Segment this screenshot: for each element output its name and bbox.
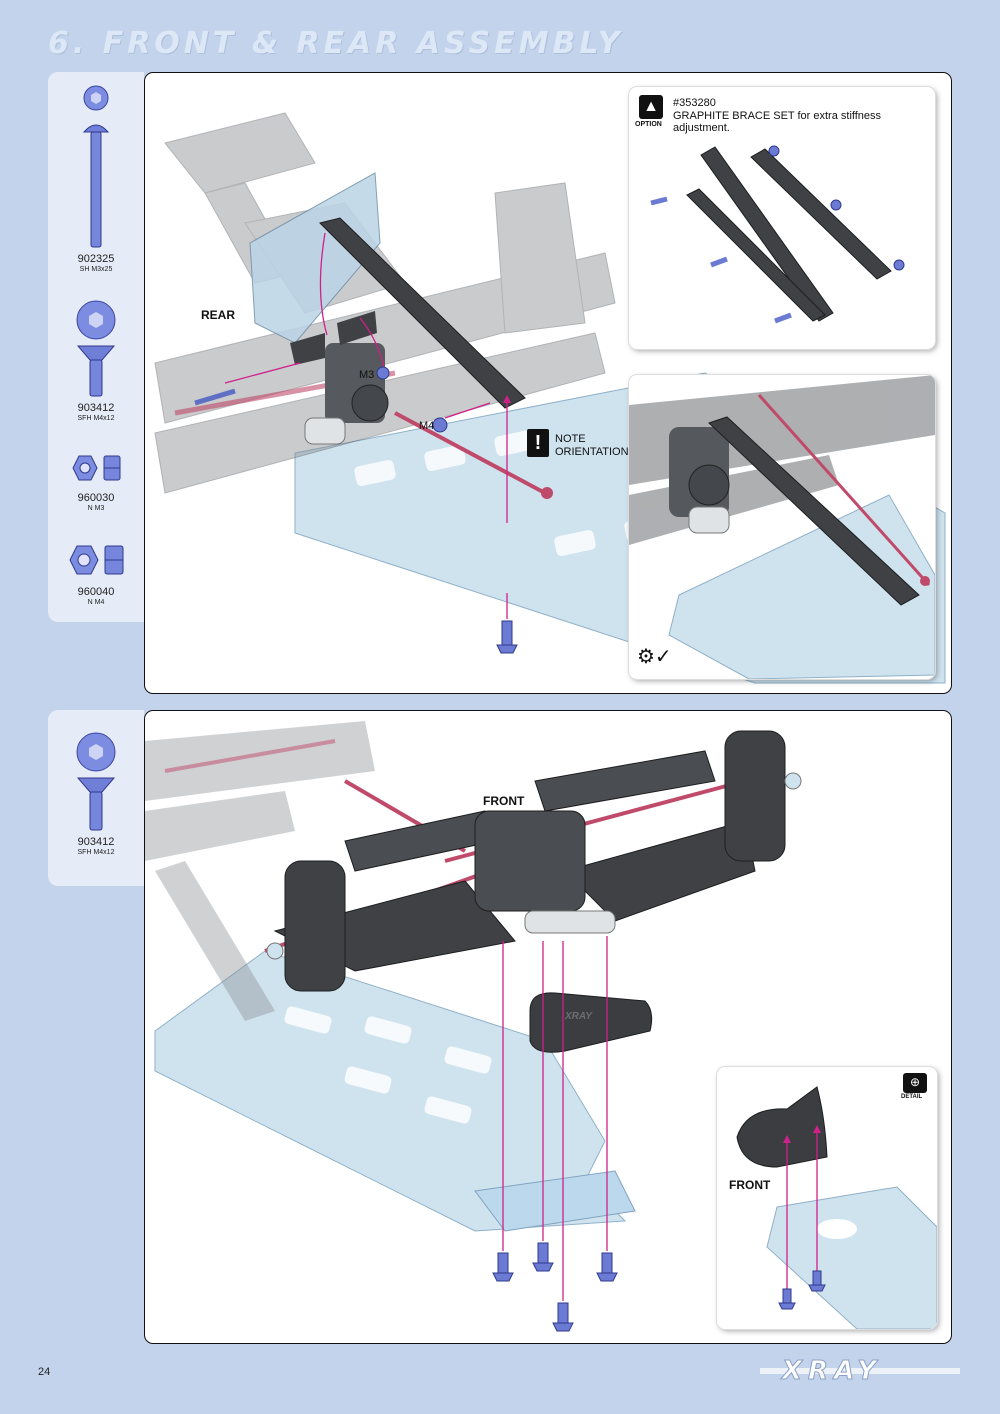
part-code: 903412 — [77, 836, 115, 848]
orientation-label: ORIENTATION — [555, 446, 629, 458]
part-code: 960030 — [77, 492, 115, 504]
section-title: 6. FRONT & REAR ASSEMBLY — [48, 26, 624, 61]
part-code: 903412 — [77, 402, 115, 414]
part-code: 902325 — [77, 253, 115, 265]
nut-icon — [69, 545, 124, 575]
detail-inset: ⊕ DETAIL FRONT — [717, 1067, 937, 1329]
part-903412: 903412 SFH M4x12 — [48, 730, 144, 857]
part-desc: N M4 — [87, 599, 105, 606]
m3-label: M3 — [359, 369, 375, 381]
button-head-screw-icon — [82, 85, 110, 248]
detail-magnifier-icon: ⊕ — [903, 1073, 927, 1093]
top-parts-bar: 902325 SH M3x25 903412 SFH M4x12 960030 … — [48, 72, 144, 622]
assembled-brace-illustration — [629, 375, 935, 679]
thumbs-up-icon: ▲ — [639, 95, 663, 119]
part-960030: 960030 N M3 — [48, 452, 144, 513]
note-label: NOTE — [555, 433, 586, 445]
brand-logo: XRAY — [781, 1356, 883, 1387]
detail-front-label: FRONT — [729, 1178, 771, 1192]
option-inset: ▲ OPTION #353280 GRAPHITE BRACE SET for … — [629, 87, 935, 349]
part-desc: SH M3x25 — [79, 266, 113, 273]
rear-direction-label: REAR — [201, 308, 236, 322]
option-description: GRAPHITE BRACE SET for extra stiffness a… — [673, 110, 882, 134]
front-direction-label: FRONT — [483, 794, 525, 808]
nut-icon — [72, 455, 121, 481]
part-code: 960040 — [77, 586, 115, 598]
part-desc: SFH M4x12 — [77, 415, 115, 422]
flat-head-screw-icon — [76, 300, 116, 397]
graphite-brace-set-illustration — [650, 145, 905, 324]
part-903412: 903412 SFH M4x12 — [48, 298, 144, 423]
assembled-view-inset: ⚙✓ — [629, 375, 935, 679]
rear-assembly-panel: REAR M3 M4 ! NOTE ORIENTATION ▲ OPTION #… — [144, 72, 952, 694]
bottom-parts-bar: 903412 SFH M4x12 — [48, 710, 144, 886]
detail-badge: DETAIL — [901, 1094, 923, 1100]
bumper-logo: XRAY — [565, 1011, 593, 1022]
m4-label: M4 — [419, 420, 435, 432]
logo-underline — [760, 1368, 960, 1374]
part-desc: SFH M4x12 — [77, 849, 115, 856]
part-902325: 902325 SH M3x25 — [48, 84, 144, 274]
part-960040: 960040 N M4 — [48, 542, 144, 607]
front-assembly-illustration — [145, 721, 802, 1332]
tools-check-icon: ⚙✓ — [637, 646, 672, 668]
option-badge: OPTION — [635, 121, 662, 128]
part-desc: N M3 — [87, 505, 105, 512]
flat-head-screw-icon — [76, 732, 116, 831]
detail-bumper-illustration — [736, 1086, 937, 1329]
option-part-number: #353280 — [673, 97, 716, 109]
page-number: 24 — [38, 1366, 51, 1378]
warning-icon: ! — [527, 429, 549, 457]
front-assembly-panel: FRONT XRAY ⊕ DETAIL FRONT — [144, 710, 952, 1344]
